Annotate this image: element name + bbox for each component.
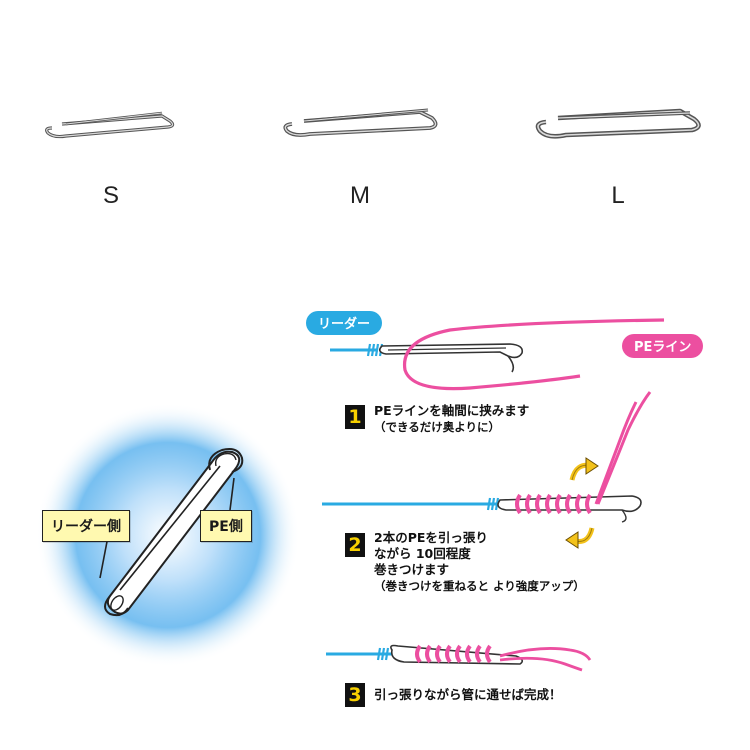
step-3-number: 3 xyxy=(345,683,365,707)
leader-tag: リーダー xyxy=(306,311,383,335)
pe-pointer xyxy=(229,477,235,511)
step3-diagram xyxy=(326,644,592,672)
step-2-line-1: 2本のPEを引っ張り xyxy=(374,530,488,545)
size-label-m: M xyxy=(350,182,370,209)
leader-side-callout: リーダー側 xyxy=(42,510,130,542)
step2-diagram xyxy=(322,391,652,549)
step-2-line-3: 巻きつけます xyxy=(374,562,450,577)
pin-m-icon xyxy=(283,108,438,137)
step-1-main: PEラインを軸間に挟みます xyxy=(374,403,530,418)
step-2-number: 2 xyxy=(345,533,365,557)
step-2-line-2: ながら 10回程度 xyxy=(374,546,471,561)
size-label-l: L xyxy=(611,182,625,209)
step-1-note: （できるだけ奥よりに） xyxy=(374,420,501,434)
pe-side-callout: PE側 xyxy=(200,510,252,542)
closeup-pin-icon xyxy=(104,448,244,617)
step-3-text: 引っ張りながら管に通せば完成！ xyxy=(374,687,562,702)
step-2-note: （巻きつけを重ねると より強度アップ） xyxy=(374,579,585,593)
step1-diagram xyxy=(330,318,665,391)
pin-s-icon xyxy=(45,111,175,139)
step-2-text: 2本のPEを引っ張り ながら 10回程度 巻きつけます （巻きつけを重ねると よ… xyxy=(374,530,585,594)
pin-l-icon xyxy=(535,108,701,139)
size-label-s: S xyxy=(102,182,119,209)
step-1-text: PEラインを軸間に挟みます （できるだけ奥よりに） xyxy=(374,403,529,435)
step-1-number: 1 xyxy=(345,405,365,429)
pe-line-tag: PEライン xyxy=(622,334,704,358)
